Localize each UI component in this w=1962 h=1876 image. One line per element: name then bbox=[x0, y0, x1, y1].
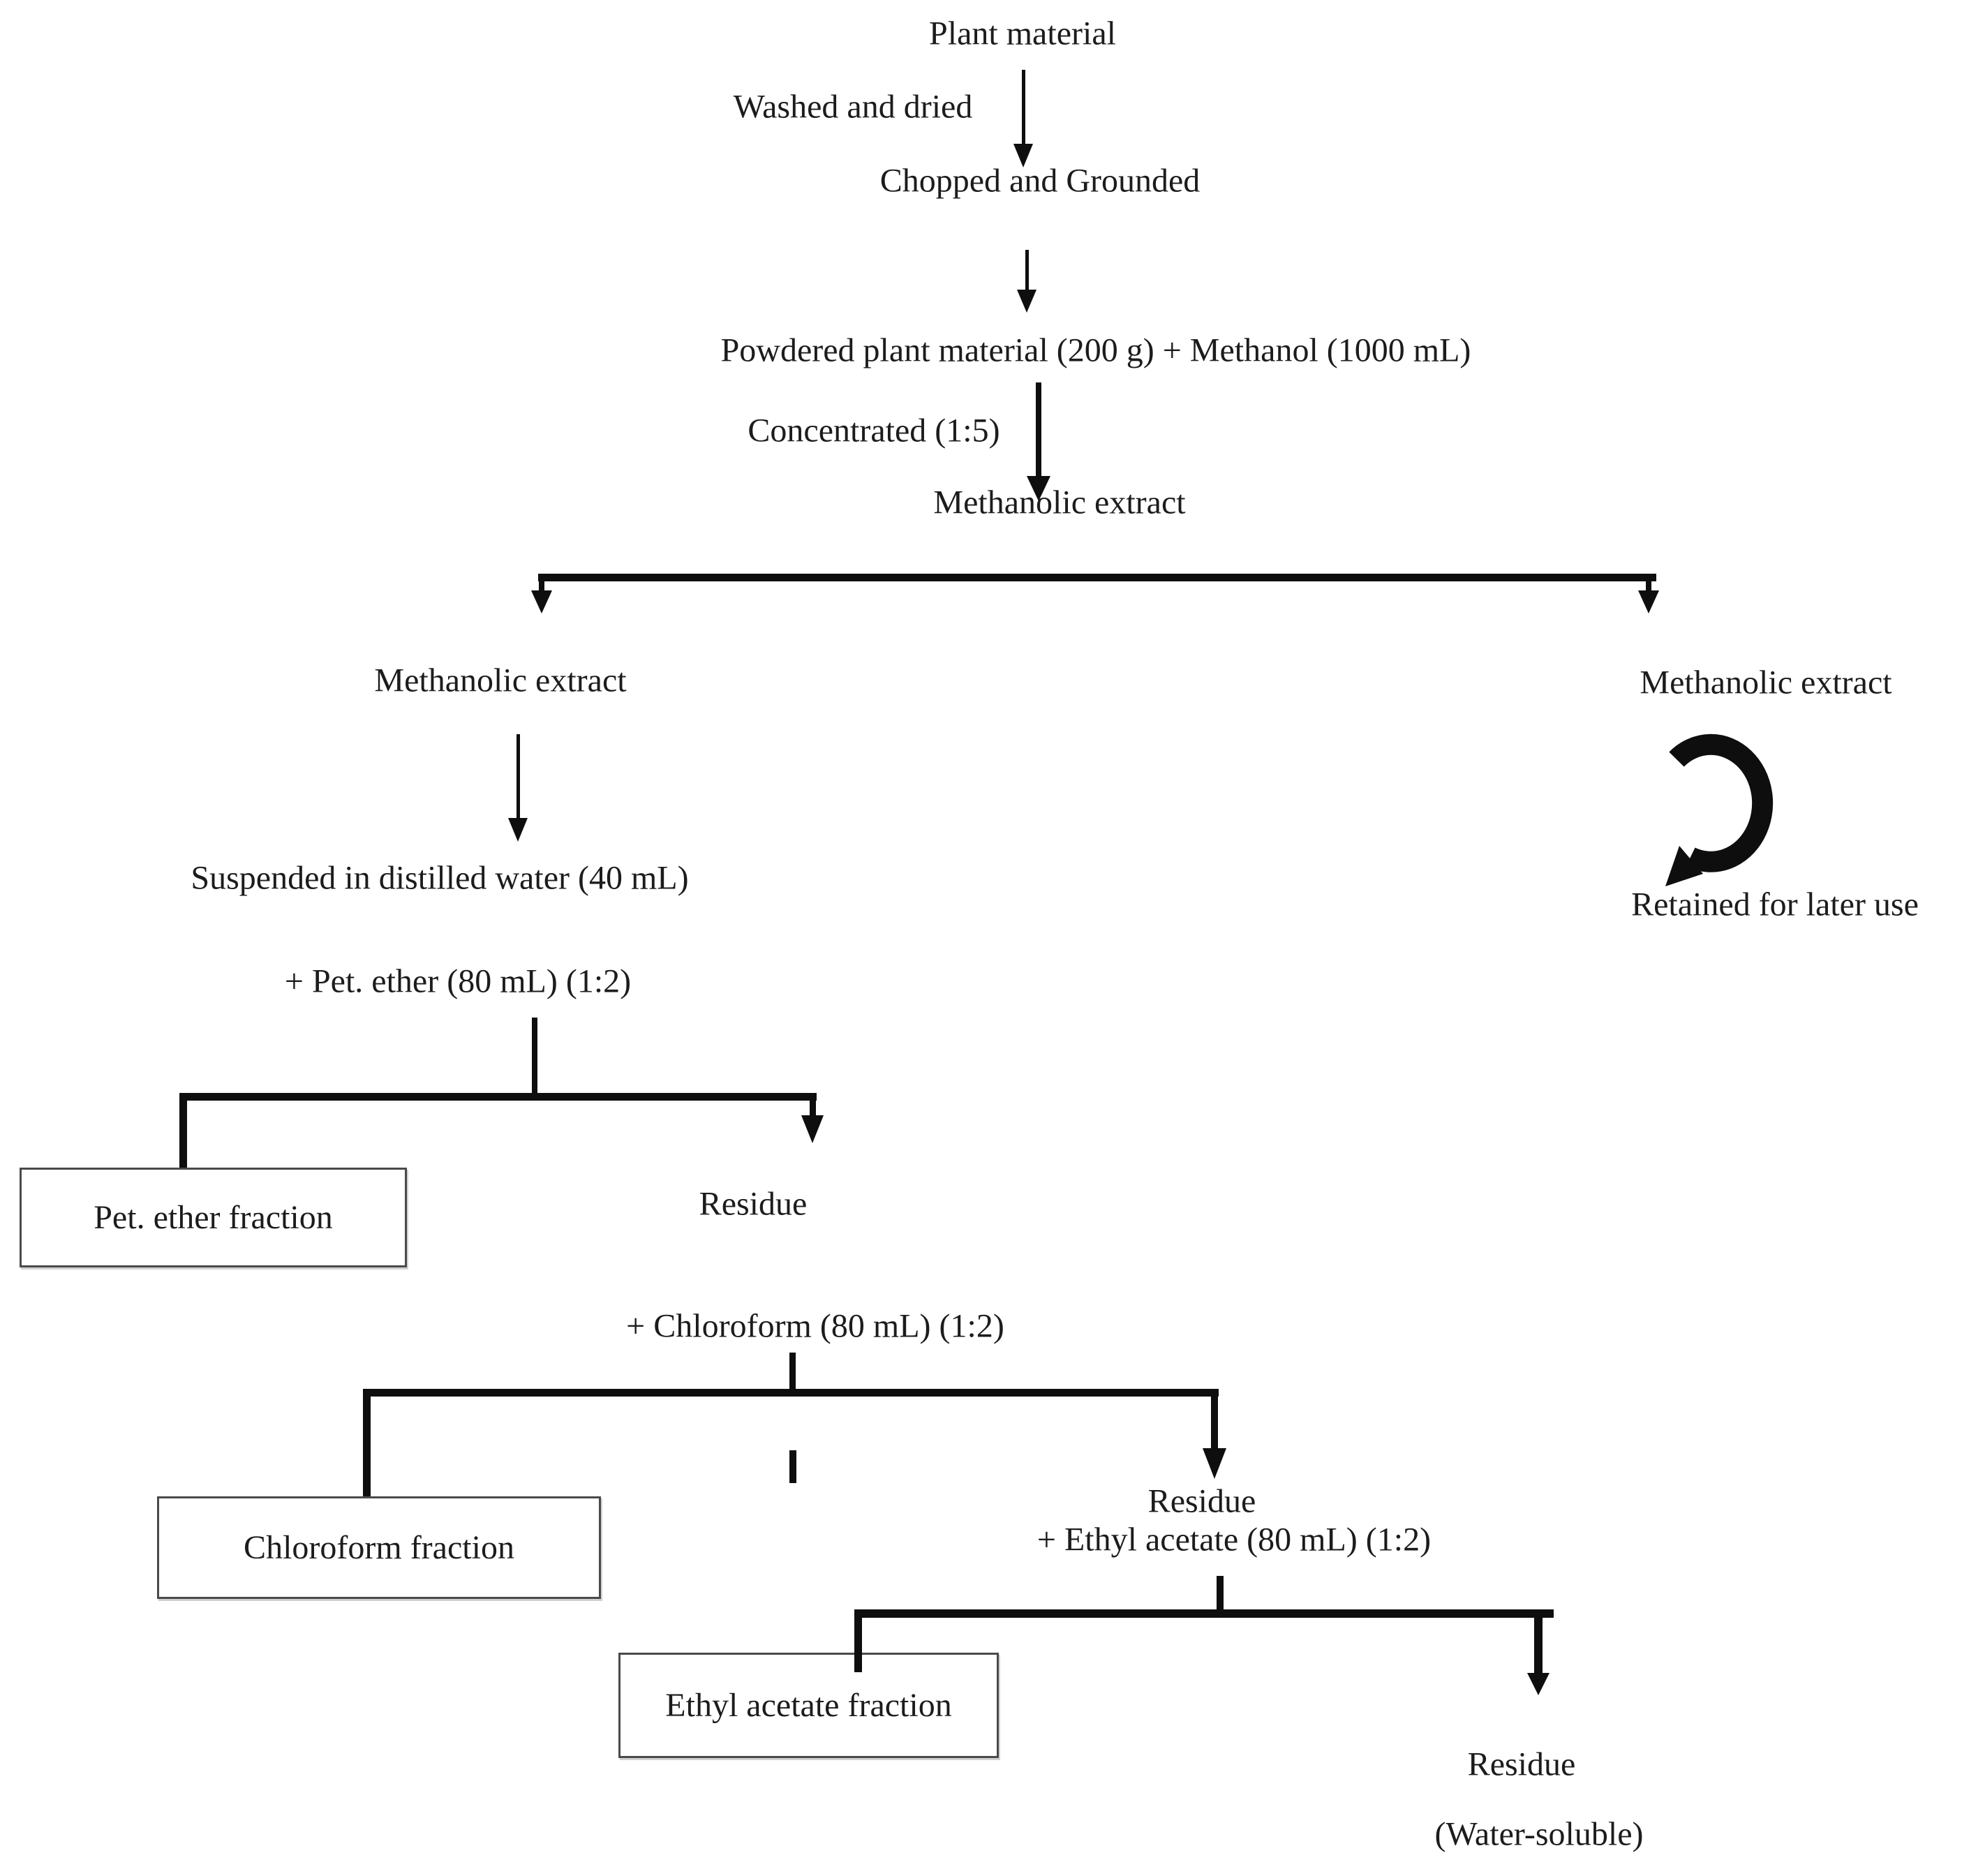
node-water-soluble: (Water-soluble) bbox=[1434, 1815, 1644, 1853]
split1-left-stem bbox=[539, 581, 544, 590]
split4-horizontal-line bbox=[854, 1609, 1554, 1618]
node-washed-and-dried: Washed and dried bbox=[733, 88, 973, 126]
split3-left-stem bbox=[363, 1397, 371, 1498]
box-chloroform-fraction-label: Chloroform fraction bbox=[244, 1529, 514, 1566]
arrow-2-stem bbox=[1025, 250, 1029, 290]
ethyl-acetate-split-stem bbox=[1217, 1576, 1224, 1611]
node-retained-for-later-use: Retained for later use bbox=[1631, 886, 1919, 923]
split4-right-head bbox=[1527, 1673, 1549, 1695]
node-chloroform-add: + Chloroform (80 mL) (1:2) bbox=[626, 1307, 1004, 1345]
split1-right-stem bbox=[1646, 581, 1651, 590]
node-chopped-and-grounded: Chopped and Grounded bbox=[879, 162, 1201, 200]
arrow-4-head bbox=[508, 818, 528, 842]
node-concentrated: Concentrated (1:5) bbox=[748, 412, 1000, 449]
box-pet-ether-fraction-label: Pet. ether fraction bbox=[94, 1199, 333, 1236]
node-methanolic-extract-right: Methanolic extract bbox=[1640, 664, 1892, 701]
box-pet-ether-fraction: Pet. ether fraction bbox=[20, 1168, 407, 1267]
split4-left-stem bbox=[854, 1618, 862, 1672]
node-powdered-plant-material: Powdered plant material (200 g) + Methan… bbox=[720, 332, 1471, 369]
arrow-3-head bbox=[1027, 476, 1050, 501]
pet-ether-split-stem bbox=[532, 1018, 537, 1093]
split2-right-stem bbox=[810, 1101, 816, 1115]
node-residue-final: Residue bbox=[1467, 1745, 1576, 1783]
node-suspended-in-water: Suspended in distilled water (40 mL) bbox=[191, 859, 689, 897]
node-pet-ether-add: + Pet. ether (80 mL) (1:2) bbox=[284, 962, 632, 1000]
node-ethyl-acetate-add: + Ethyl acetate (80 mL) (1:2) bbox=[1036, 1521, 1432, 1558]
split3-center-dash bbox=[789, 1450, 796, 1483]
chloroform-split-stem bbox=[789, 1353, 796, 1390]
curved-retain-arrow-icon bbox=[1665, 734, 1774, 886]
box-chloroform-fraction: Chloroform fraction bbox=[157, 1496, 601, 1599]
split1-left-head bbox=[531, 590, 552, 613]
node-methanolic-extract-left: Methanolic extract bbox=[374, 662, 627, 699]
node-plant-material: Plant material bbox=[929, 15, 1116, 52]
box-ethyl-acetate-fraction-label: Ethyl acetate fraction bbox=[665, 1687, 952, 1724]
split1-right-head bbox=[1638, 590, 1659, 613]
arrow-1-stem bbox=[1022, 70, 1025, 144]
arrow-3-stem bbox=[1036, 382, 1041, 476]
node-residue-after-pet-ether: Residue bbox=[699, 1185, 808, 1223]
arrow-1-head bbox=[1013, 144, 1033, 168]
split1-horizontal-line bbox=[538, 574, 1656, 581]
node-residue-after-chloroform: Residue bbox=[1147, 1482, 1256, 1520]
split3-right-head bbox=[1203, 1448, 1226, 1479]
split4-right-stem bbox=[1534, 1618, 1543, 1673]
node-methanolic-extract-main: Methanolic extract bbox=[933, 484, 1186, 521]
split3-horizontal-line bbox=[363, 1389, 1219, 1397]
arrow-4-stem bbox=[516, 734, 520, 818]
split2-left-stem bbox=[179, 1101, 187, 1170]
split2-right-head bbox=[801, 1115, 824, 1143]
arrow-2-head bbox=[1017, 290, 1036, 313]
split3-right-stem bbox=[1211, 1397, 1218, 1448]
box-ethyl-acetate-fraction: Ethyl acetate fraction bbox=[618, 1653, 999, 1758]
split2-horizontal-line bbox=[179, 1093, 817, 1101]
